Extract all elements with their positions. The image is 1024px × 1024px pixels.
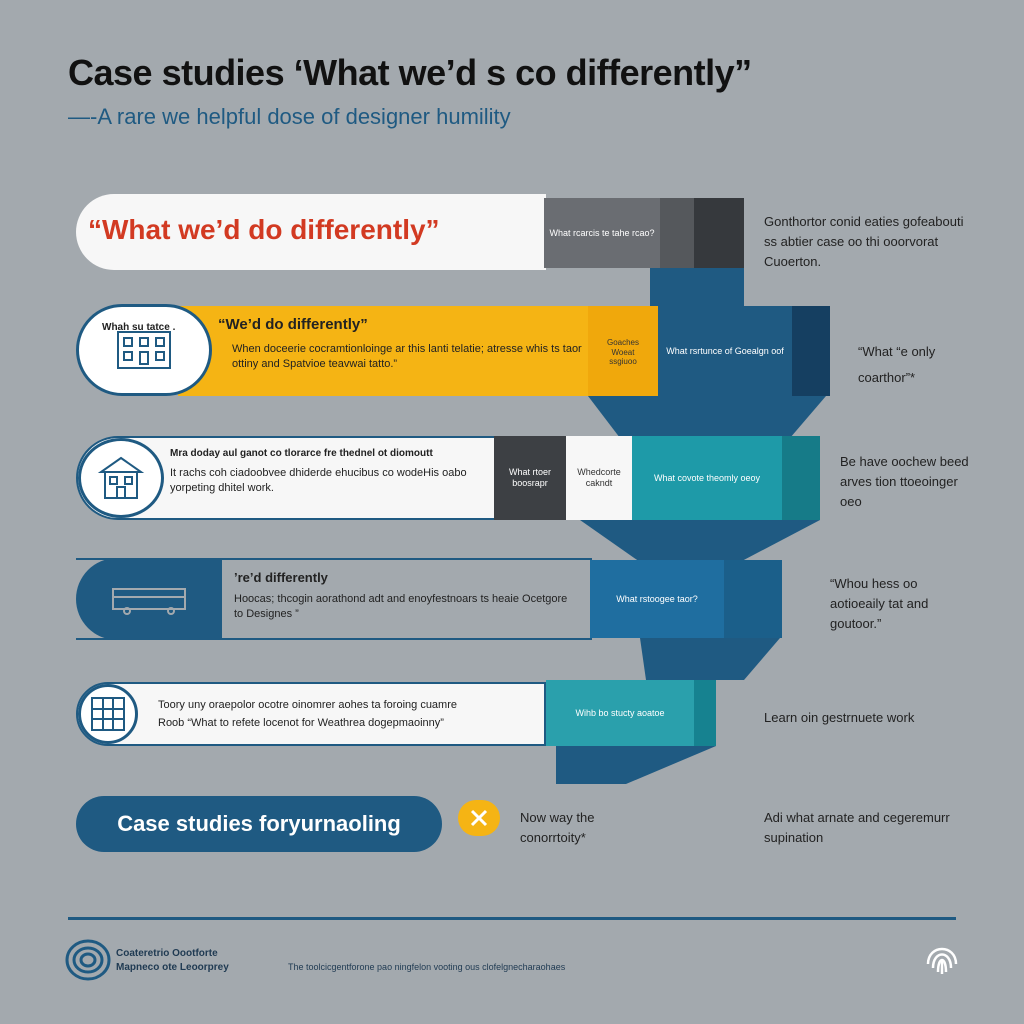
row2-segment-1: Goaches Woeat ssgiuoo: [606, 338, 640, 367]
row2-segment-2: What rsrtunce of Goealgn oof: [658, 306, 792, 396]
row3-segment-4: [782, 436, 820, 520]
row1-segment-2: [660, 198, 694, 268]
row1-segment-3: [694, 198, 744, 268]
row3-icon-circle: [78, 438, 164, 518]
row2-icon-card: [76, 304, 212, 396]
case-studies-button[interactable]: Case studies foryurnaoling: [76, 796, 442, 852]
row5-body-2: Roob “What to refete locenot for Weathre…: [158, 717, 444, 729]
row1-headline: “What we’d do differently”: [88, 214, 440, 245]
row4-heading: ’re’d differently: [234, 570, 328, 585]
footer-divider: [68, 917, 956, 920]
row1-pill: [76, 194, 546, 270]
connector-1: [650, 268, 744, 306]
row2-segment-3: [792, 306, 830, 396]
row5-segment-1: Wihb bo stucty aoatoe: [546, 680, 694, 746]
row2-side-note-1: “What “e only: [858, 344, 936, 359]
row3-side-note: Be have oochew beed arves tion ttoeoinge…: [840, 454, 969, 510]
bus-icon: [112, 588, 186, 615]
row2-icon-label: Whah su tatce .: [102, 322, 176, 333]
grid-icon: [91, 697, 125, 731]
row1-side-note: Gonthortor conid eaties gofeabouti ss ab…: [764, 214, 964, 270]
row3-heading: Mra doday aul ganot co tlorarce fre thed…: [170, 448, 433, 459]
row2-yellow-bar: [178, 306, 658, 396]
connector-2: [588, 396, 826, 438]
spiral-logo-icon: [65, 939, 111, 981]
row4-icon-tab: [76, 558, 222, 640]
subtitle-dash: —-: [68, 104, 98, 129]
row4-segment-1: What rstoogee taor?: [590, 560, 724, 638]
row3-segment-3: What covote theomly oeoy: [632, 436, 782, 520]
row5-body-1: Toory uny oraepolor ocotre oinomrer aohe…: [158, 699, 457, 711]
footer-brand-1: Coateretrio Oootforte: [116, 948, 218, 959]
row3-body: It rachs coh ciadoobvee dhiderde ehucibu…: [170, 467, 467, 494]
row5-pill: [76, 682, 546, 746]
building-icon: [117, 331, 171, 369]
row5-icon-circle: [78, 684, 138, 744]
tools-icon: [458, 800, 500, 836]
subtitle-text: A rare we helpful dose of designer humil…: [97, 104, 511, 129]
row2-body: When doceerie cocramtionloinge ar this l…: [232, 343, 582, 370]
row3-segment-1: What rtoer boosrapr: [494, 436, 566, 520]
cta-note-1: Now way the conorrtoity*: [520, 810, 595, 846]
row2-segment-bg: [588, 306, 658, 396]
cta-note-2: Adi what arnate and cegeremurr supinatio…: [764, 810, 950, 846]
row4-side-note: “Whou hess oo aotioeaily tat and goutoor…: [830, 576, 929, 632]
row1-segment-1: What rcarcis te tahe rcao?: [544, 198, 660, 268]
row5-segment-2: [694, 680, 716, 746]
page-subtitle: —-A rare we helpful dose of designer hum…: [68, 104, 511, 130]
connector-3: [580, 520, 820, 562]
row2-side-note-2: coarthor”*: [858, 370, 916, 385]
row3-segment-2: Whedcorte cakndt: [566, 436, 632, 520]
row4-body: Hoocas; thcogin aorathond adt and enoyfe…: [234, 593, 568, 620]
house-icon: [97, 456, 145, 499]
row4-segment-2: [724, 560, 782, 638]
footer-brand-2: Mapneco ote Leoorprey: [116, 962, 229, 973]
connector-5: [556, 746, 716, 784]
footer-tagline: The toolcicgentforone pao ningfelon voot…: [288, 962, 566, 972]
row2-heading: “We’d do differently”: [218, 316, 368, 333]
fingerprint-icon: [926, 947, 958, 974]
connector-4: [640, 638, 780, 680]
row5-side-note: Learn oin gestrnuete work: [764, 710, 915, 725]
page-title: Case studies ‘What we’d s co differently…: [68, 52, 752, 93]
